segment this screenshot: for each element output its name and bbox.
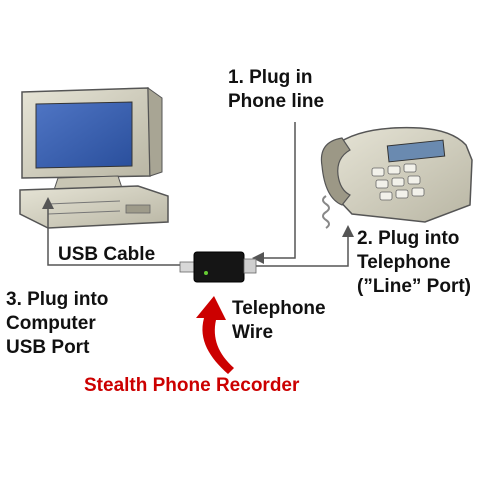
device-name-label: Stealth Phone Recorder — [84, 375, 300, 396]
step2-line3: (”Line” Port) — [357, 276, 471, 297]
phone-line-wire — [252, 122, 296, 264]
step2-label: 2. Plug into Telephone (”Line” Port) — [357, 227, 471, 299]
curved-arrow-icon — [196, 296, 234, 374]
usb-cable-wire — [42, 197, 192, 266]
step1-line2: Phone line — [228, 91, 325, 112]
telephone-wire-line2: Wire — [232, 322, 274, 343]
step1-line1: 1. Plug in — [228, 67, 313, 88]
telephone-icon — [320, 126, 473, 229]
telephone-wire-line1: Telephone — [232, 298, 326, 319]
step2-line2: Telephone — [357, 252, 451, 273]
step2-line1: 2. Plug into — [357, 228, 460, 249]
step3-line1: 3. Plug into — [6, 289, 109, 310]
step1-label: 1. Plug in Phone line — [228, 66, 324, 114]
step3-line3: USB Port — [6, 337, 90, 358]
step3-line2: Computer — [6, 313, 96, 334]
step3-label: 3. Plug into Computer USB Port — [6, 288, 108, 360]
usb-cable-label: USB Cable — [58, 244, 156, 265]
telephone-wire-label: Telephone Wire — [232, 297, 326, 345]
telephone-wire — [255, 225, 354, 267]
recorder-device-icon — [179, 251, 257, 283]
computer-icon — [19, 87, 169, 229]
